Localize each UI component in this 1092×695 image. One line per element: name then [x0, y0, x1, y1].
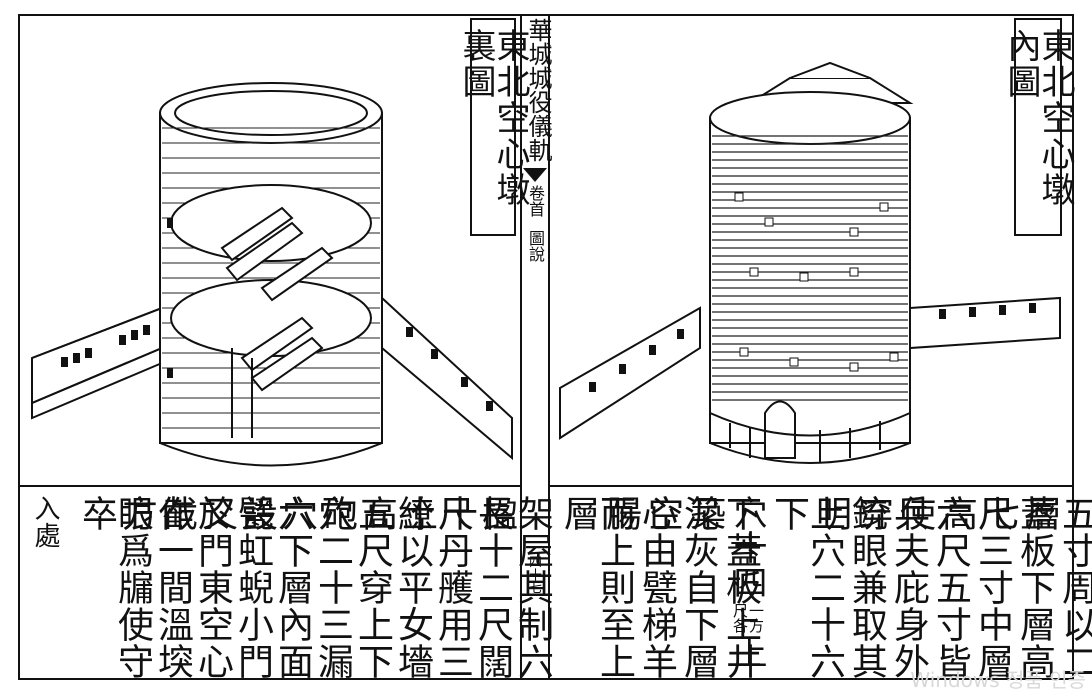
left-text-col-3: 尺丹雘用三土 [396, 495, 473, 680]
right-text-col-10: 泥灰自下層空 [642, 495, 719, 680]
activation-watermark: Windows 정품 인증 [910, 668, 1086, 692]
left-text-col-9: 於門東空心截 [156, 495, 233, 680]
right-title-text: 東北空心墩內圖 [1001, 28, 1075, 208]
right-text-col-7: 上穴二十六下 [768, 495, 845, 680]
right-text-col-11: 心由甓梯羊腸 [600, 495, 677, 680]
fishtail-mark [523, 168, 547, 182]
left-illustration-title: 東北空心墩裏圖 [456, 18, 530, 236]
section-label: 圖說 [526, 230, 545, 262]
left-text-col-7: 六下層內面設 [236, 495, 313, 680]
left-text-col-8: 甓虹蜺小門又 [196, 495, 273, 680]
left-text-col-4: 繚以平女墻高 [356, 495, 433, 680]
right-text-col-1: 五寸周以二層 [1020, 495, 1092, 680]
right-tower-base [709, 412, 911, 463]
left-text-col-12: 入處 [30, 495, 60, 549]
left-text-col-1: 架屋其制六楹 [476, 495, 553, 680]
right-text-col-2: 蓋板下層高七 [978, 495, 1055, 680]
right-col8-note-a: 一方 [747, 603, 765, 633]
volume-label: 卷首 [526, 185, 545, 217]
left-text-col-2: 長十二尺闊十 [436, 495, 513, 680]
right-tower-body [709, 91, 911, 464]
left-text-col-11: 眼爲牖使守卒 [76, 495, 153, 680]
right-tower-bricks [712, 135, 908, 401]
left-text-col-5: 五尺穿上下砲 [316, 495, 393, 680]
book-title: 華城城役儀軌 [524, 18, 552, 162]
right-text-col-6: 銃眼兼取其明 [810, 495, 887, 680]
right-illustration-title: 東北空心墩內圖 [1001, 18, 1075, 236]
right-tower-illustration [559, 61, 1061, 464]
left-text-col-6: 穴二十三漏穴 [276, 495, 353, 680]
right-col8-main: 穴十四 [727, 495, 767, 600]
right-tower-loopholes [734, 192, 899, 372]
left-wall-east [381, 295, 513, 461]
right-text-col-12: 而上則至上層 [558, 495, 635, 680]
left-text-col-10: 作一間溫堗方 [116, 495, 193, 680]
right-text-col-8: 穴十四 一方 尺各 上 [727, 495, 768, 675]
outer-frame [18, 14, 1074, 680]
right-wall-east [909, 296, 1061, 350]
right-text-col-5: 兵夫庇身外穿 [852, 495, 929, 680]
left-tower-body [159, 82, 383, 467]
left-tower-stairs [220, 206, 334, 438]
left-tower-holes [167, 218, 173, 378]
left-title-text: 東北空心墩裏圖 [456, 28, 530, 208]
right-wall-west [559, 306, 701, 440]
left-wall-west [31, 306, 163, 420]
page-number: 四十七 [526, 555, 541, 594]
spine-line-right [548, 14, 550, 678]
right-col8-tail: 上 [727, 635, 767, 670]
text-divider-left [18, 485, 520, 487]
text-divider-right [548, 485, 1072, 487]
right-col8-note-b: 尺各 [731, 603, 749, 633]
right-tower-gate [764, 400, 796, 459]
right-text-col-9: 下蓋板上井築 [684, 495, 761, 680]
spine-line-left [520, 14, 522, 678]
right-text-col-4: 六尺五寸皆使 [894, 495, 971, 680]
right-text-col-3: 尺三寸中層高 [936, 495, 1013, 680]
left-tower-illustration [31, 82, 513, 467]
